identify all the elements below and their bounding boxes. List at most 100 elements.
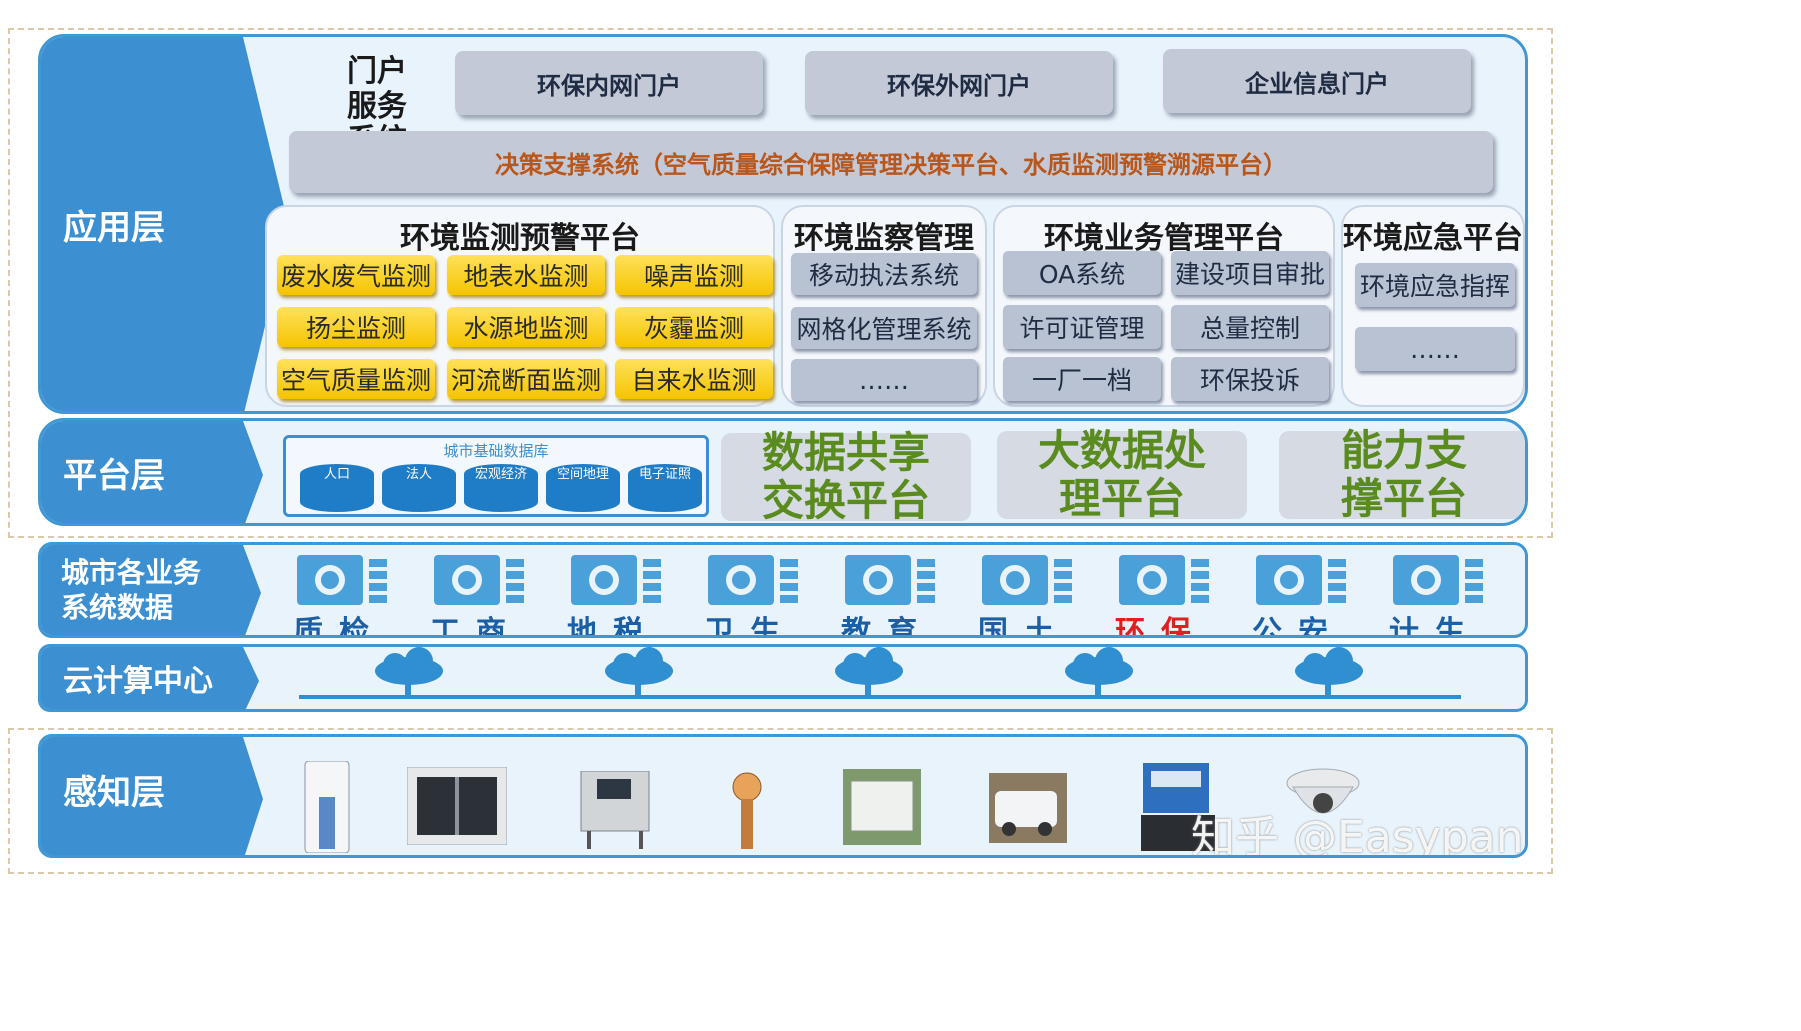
business-data-layer-label: 城市各业务系统数据 — [41, 545, 227, 635]
business-item[interactable]: 环保投诉 — [1171, 357, 1329, 401]
perception-layer: 感知层 知乎 @Easypan — [38, 734, 1528, 858]
department-label: 质检 — [293, 615, 385, 638]
upper-dashed-frame — [8, 28, 1553, 538]
land-emblem-icon — [982, 555, 1074, 611]
environment-emblem-icon — [1119, 555, 1211, 611]
business-item[interactable]: 建设项目审批 — [1171, 251, 1329, 295]
gas-detector-icon — [732, 772, 762, 849]
application-layer-chevron — [223, 37, 289, 411]
inspect-panel: 环境监察管理 移动执法系统 网格化管理系统 …… — [781, 205, 987, 407]
business-item[interactable]: 一厂一档 — [1003, 357, 1161, 401]
cloud-layer-label: 云计算中心 — [41, 647, 227, 709]
monitor-panel: 环境监测预警平台 废水废气监测 地表水监测 噪声监测 扬尘监测 水源地监测 灰霾… — [265, 205, 775, 407]
database-cylinder[interactable]: 人口 — [300, 464, 374, 512]
scale-icon — [297, 555, 389, 611]
perception-layer-chevron — [223, 737, 263, 855]
business-item[interactable]: OA系统 — [1003, 251, 1161, 295]
department-item[interactable]: 计生 — [1385, 551, 1495, 638]
business-data-layer-text: 城市各业务系统数据 — [61, 556, 202, 624]
family-planning-icon — [1393, 555, 1485, 611]
platform-layer-chevron — [223, 421, 263, 523]
cloud-layer-chevron — [223, 647, 259, 709]
monitor-item[interactable]: 噪声监测 — [615, 255, 773, 295]
department-label: 计生 — [1389, 615, 1481, 638]
emergency-item[interactable]: …… — [1355, 327, 1515, 371]
portal-extranet-button[interactable]: 环保外网门户 — [805, 51, 1113, 115]
cloud-icon — [835, 647, 903, 697]
department-label: 国土 — [978, 615, 1070, 638]
monitor-item[interactable]: 扬尘监测 — [277, 307, 435, 347]
business-panel-title: 环境业务管理平台 — [1044, 221, 1284, 256]
cloud-icon — [1295, 647, 1363, 697]
inspect-item[interactable]: 移动执法系统 — [791, 253, 977, 295]
capability-support-platform[interactable]: 能力支撑平台 — [1279, 426, 1525, 523]
water-analyzer-icon — [304, 761, 350, 853]
department-item[interactable]: 环保 — [1111, 551, 1221, 638]
business-data-layer: 城市各业务系统数据 质检 工商 地税 卫生教育 国土 环保 公安 计生 — [38, 542, 1528, 638]
monitor-item[interactable]: 河流断面监测 — [447, 359, 605, 399]
department-label: 教育 — [841, 615, 933, 638]
department-label: 地税 — [567, 615, 659, 638]
department-item[interactable]: 质检 — [289, 551, 399, 638]
database-cylinder[interactable]: 法人 — [382, 464, 456, 512]
inspect-item[interactable]: …… — [791, 359, 977, 401]
department-item[interactable]: 教育 — [837, 551, 947, 638]
platform-layer: 平台层 城市基础数据库 人口 法人 宏观经济 空间地理 电子证照 数据共享交换平… — [38, 418, 1528, 526]
monitor-item[interactable]: 空气质量监测 — [277, 359, 435, 399]
department-item[interactable]: 地税 — [563, 551, 673, 638]
application-layer-label: 应用层 — [41, 37, 227, 411]
monitor-panel-title: 环境监测预警平台 — [400, 221, 640, 256]
database-cylinder[interactable]: 宏观经济 — [464, 464, 538, 512]
decision-support-system[interactable]: 决策支撑系统（空气质量综合保障管理决策平台、水质监测预警溯源平台） — [289, 131, 1493, 193]
cloud-network — [299, 647, 1461, 699]
emergency-item[interactable]: 环境应急指挥 — [1355, 263, 1515, 307]
data-sharing-platform[interactable]: 数据共享交换平台 — [721, 428, 971, 523]
department-item[interactable]: 国土 — [974, 551, 1084, 638]
monitor-item[interactable]: 自来水监测 — [615, 359, 773, 399]
department-label: 环保 — [1115, 615, 1207, 638]
book-icon — [845, 555, 937, 611]
inspect-item[interactable]: 网格化管理系统 — [791, 307, 977, 349]
shield-icon — [434, 555, 526, 611]
database-cylinder[interactable]: 电子证照 — [628, 464, 702, 512]
monitor-item[interactable]: 地表水监测 — [447, 255, 605, 295]
control-box-icon — [580, 771, 650, 849]
business-panel: 环境业务管理平台 OA系统 建设项目审批 许可证管理 总量控制 一厂一档 环保投… — [993, 205, 1335, 407]
monitor-item[interactable]: 水源地监测 — [447, 307, 605, 347]
data-terminal-icon — [1141, 763, 1215, 851]
business-item[interactable]: 总量控制 — [1171, 305, 1329, 349]
monitoring-station-icon — [843, 769, 921, 845]
department-label: 工商 — [430, 615, 522, 638]
perception-layer-label: 感知层 — [41, 737, 227, 855]
platform-layer-label: 平台层 — [41, 421, 227, 523]
inspect-panel-title: 环境监察管理 — [794, 221, 974, 256]
portal-intranet-button[interactable]: 环保内网门户 — [455, 51, 763, 115]
department-label: 公安 — [1252, 615, 1344, 638]
department-item[interactable]: 卫生 — [700, 551, 810, 635]
city-database-title: 城市基础数据库 — [443, 442, 549, 460]
tax-emblem-icon — [571, 555, 663, 611]
department-item[interactable]: 公安 — [1248, 551, 1358, 638]
lower-dashed-frame — [8, 728, 1553, 874]
emergency-panel-title: 环境应急平台 — [1343, 221, 1523, 256]
medical-cross-icon — [708, 555, 800, 611]
application-layer: 应用层 门户服务系统 环保内网门户 环保外网门户 企业信息门户 决策支撑系统（空… — [38, 34, 1528, 414]
department-item[interactable]: 工商 — [426, 551, 536, 638]
monitor-item[interactable]: 废水废气监测 — [277, 255, 435, 295]
cloud-icon — [375, 647, 443, 697]
monitoring-vehicle-icon — [989, 773, 1067, 843]
database-cylinder[interactable]: 空间地理 — [546, 464, 620, 512]
watermark: 知乎 @Easypan — [1191, 812, 1524, 858]
cloud-layer: 云计算中心 — [38, 644, 1528, 712]
dome-camera-icon — [1286, 768, 1360, 814]
portal-enterprise-button[interactable]: 企业信息门户 — [1163, 49, 1471, 113]
cloud-icon — [605, 647, 673, 697]
city-database-panel: 城市基础数据库 人口 法人 宏观经济 空间地理 电子证照 — [283, 435, 709, 517]
monitoring-cabinet-icon — [407, 767, 507, 845]
business-item[interactable]: 许可证管理 — [1003, 305, 1161, 349]
business-data-layer-chevron — [223, 545, 261, 635]
police-emblem-icon — [1256, 555, 1348, 611]
big-data-platform[interactable]: 大数据处理平台 — [997, 426, 1247, 523]
monitor-item[interactable]: 灰霾监测 — [615, 307, 773, 347]
emergency-panel: 环境应急平台 环境应急指挥 …… — [1341, 205, 1525, 407]
